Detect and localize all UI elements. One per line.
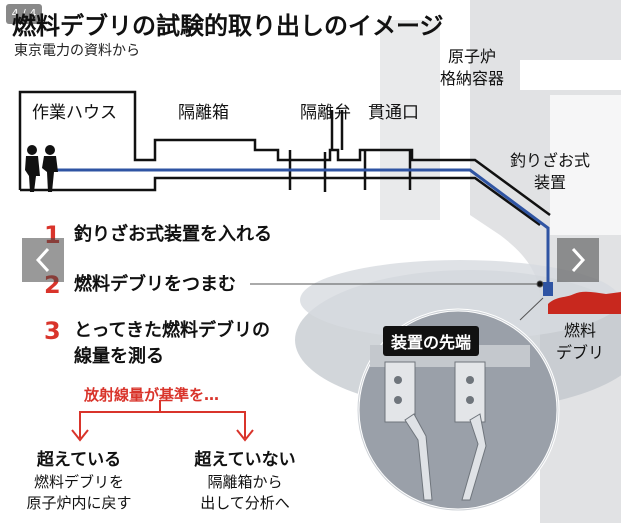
device-tip-zoom (356, 308, 560, 512)
outcome-exceed: 超えている 燃料デブリを 原子炉内に戻す (26, 450, 132, 512)
chevron-left-icon (35, 247, 50, 273)
label-isolation-box: 隔離箱 (178, 103, 229, 123)
next-slide-button[interactable] (557, 238, 599, 282)
label-work-house: 作業ハウス (32, 103, 117, 123)
label-fishing-rod-device: 釣りざお式 装置 (509, 151, 590, 192)
workers-icon (25, 145, 58, 192)
branch-arrows (71, 400, 254, 442)
outcome-not-exceed: 超えていない 隔離箱から 出して分析へ (194, 450, 296, 512)
label-penetration: 貫通口 (368, 103, 419, 123)
slide-counter: 4 / 4 (6, 4, 42, 24)
label-fuel-debris: 燃料 デブリ (555, 321, 604, 362)
step-3: 3 とってきた燃料デブリの (44, 317, 271, 345)
step-1: 1 釣りざお式装置を入れる (44, 221, 272, 249)
figure-title: 燃料デブリの試験的取り出しのイメージ (12, 12, 444, 40)
radiation-check-label: 放射線量が基準を… (84, 386, 220, 404)
chevron-right-icon (571, 247, 586, 273)
prev-slide-button[interactable] (22, 238, 64, 282)
figure-source: 東京電力の資料から (14, 43, 140, 59)
step-2: 2 燃料デブリをつまむ (44, 271, 236, 299)
label-isolation-valve: 隔離弁 (300, 103, 351, 123)
step-3-continued: 線量を測る (74, 346, 164, 367)
fuel-debris-mass (548, 291, 621, 314)
leader-lines (250, 280, 544, 321)
fishing-rod-device (56, 168, 553, 296)
label-containment: 原子炉 格納容器 (439, 47, 504, 88)
label-device-tip: 装置の先端 (383, 326, 480, 356)
